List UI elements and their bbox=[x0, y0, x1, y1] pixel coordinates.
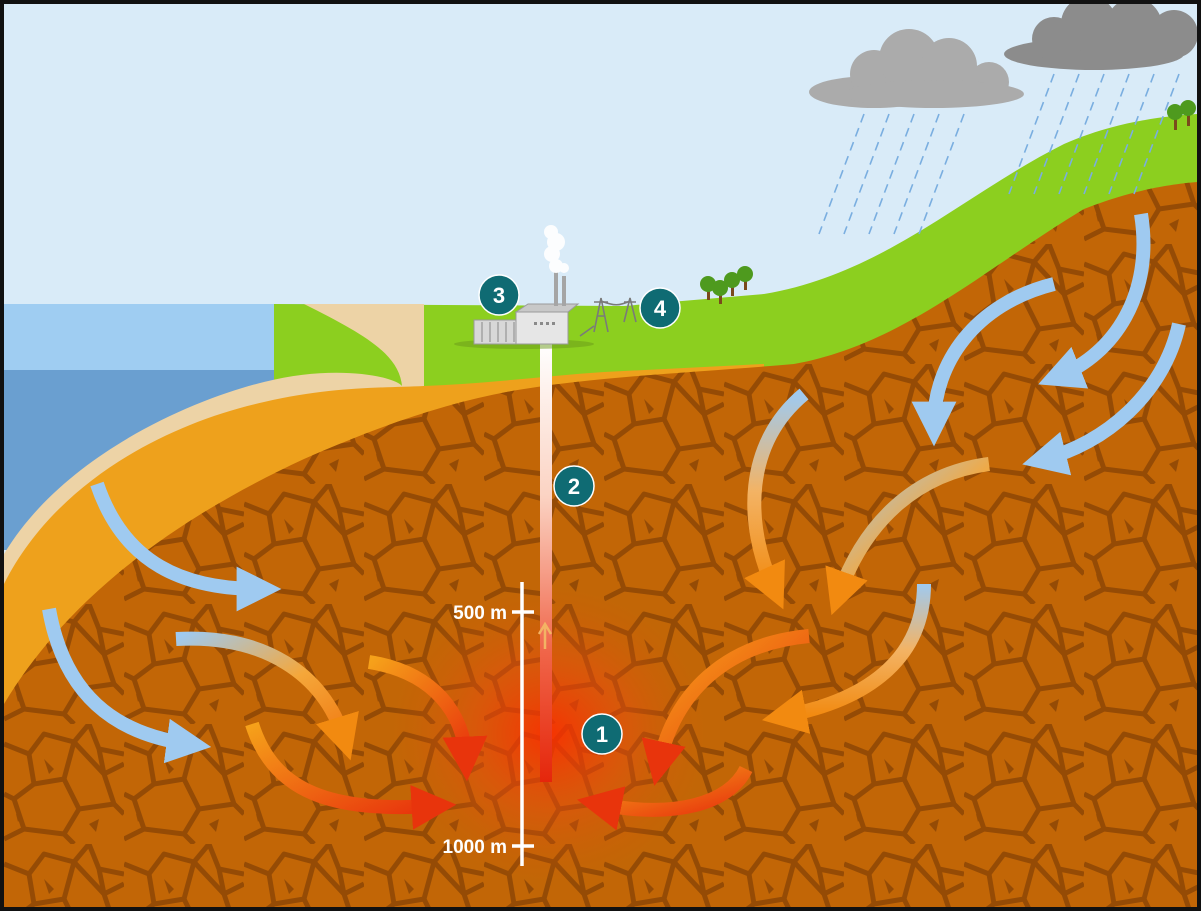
step-number: 4 bbox=[654, 296, 667, 321]
step-badge-3: 3 bbox=[478, 274, 520, 316]
flow-arrow bbox=[367, 655, 488, 782]
flow-arrow bbox=[641, 629, 810, 786]
cold-water-arrows bbox=[42, 212, 1186, 764]
step-number: 1 bbox=[596, 722, 608, 747]
steam-plume-icon bbox=[544, 225, 569, 273]
step-badge-2: 2 bbox=[553, 465, 595, 507]
upflow-arrow bbox=[537, 621, 553, 649]
transmission-tower-icon bbox=[579, 297, 637, 337]
flow-arrow bbox=[744, 388, 809, 610]
flow-arrow bbox=[577, 765, 753, 831]
production-well bbox=[540, 342, 552, 782]
flow-arrow bbox=[1038, 212, 1151, 389]
flow-arrow bbox=[911, 277, 1056, 447]
warming-water-arrows bbox=[175, 388, 990, 761]
flow-arrow bbox=[90, 481, 282, 612]
step-badge-1: 1 bbox=[581, 713, 623, 755]
flow-arrow bbox=[761, 583, 931, 734]
step-number: 3 bbox=[493, 283, 505, 308]
flow-arrow bbox=[175, 631, 359, 761]
hot-water-arrows bbox=[245, 629, 810, 831]
step-badge-4: 4 bbox=[639, 287, 681, 329]
flow-arrow bbox=[825, 457, 990, 616]
depth-label-1000: 1000 m bbox=[443, 837, 507, 858]
rain-cloud-icon bbox=[809, 4, 1197, 235]
step-number: 2 bbox=[568, 474, 580, 499]
flow-arrow bbox=[1022, 322, 1186, 476]
depth-scale: 500 m 1000 m bbox=[443, 582, 534, 866]
geothermal-diagram: 500 m 1000 m bbox=[4, 4, 1197, 907]
power-plant-icon bbox=[454, 272, 594, 349]
flow-arrow bbox=[42, 607, 212, 764]
flow-arrow bbox=[245, 721, 457, 830]
depth-label-500: 500 m bbox=[453, 603, 507, 624]
bedrock-cracks bbox=[4, 182, 1197, 907]
tree-icon bbox=[700, 100, 1196, 304]
